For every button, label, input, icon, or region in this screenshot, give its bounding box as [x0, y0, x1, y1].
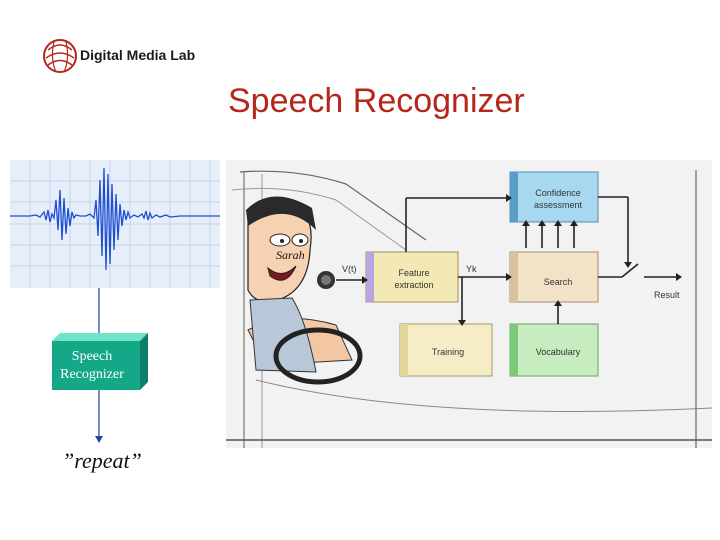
training-label: Training — [432, 347, 464, 357]
box-front-face — [52, 341, 140, 390]
recognition-system-diagram: Sarah Confidence assessment Feature extr… — [226, 160, 712, 448]
logo-emblem-icon — [43, 39, 77, 73]
speech-recognizer-box: Speech Recognizer — [52, 348, 132, 384]
signal-label: V(t) — [342, 264, 357, 274]
box-side-face — [140, 333, 148, 390]
feature-extraction-block: Feature extraction — [365, 251, 459, 303]
box-label-line1: Speech — [71, 349, 113, 364]
vocabulary-block: Vocabulary — [509, 323, 599, 377]
feature-label-line2: extraction — [394, 280, 433, 290]
page-title: Speech Recognizer — [228, 82, 525, 120]
driver-hair — [246, 196, 316, 230]
training-block: Training — [399, 323, 493, 377]
confidence-assessment-block: Confidence assessment — [509, 171, 599, 223]
box-label-line2: Recognizer — [60, 367, 124, 382]
search-block: Search — [509, 251, 599, 303]
search-label: Search — [544, 277, 573, 287]
output-text: ”repeat” — [62, 448, 142, 473]
confidence-label-line2: assessment — [534, 200, 583, 210]
confidence-label-line1: Confidence — [535, 188, 581, 198]
feature-label-line1: Feature — [398, 268, 429, 278]
speaker-name: Sarah — [276, 248, 305, 262]
feature-vector-label: Yk — [466, 264, 477, 274]
waveform-image — [10, 160, 220, 288]
logo: Digital Media Lab — [40, 34, 200, 80]
steering-wheel — [273, 327, 363, 385]
vocabulary-label: Vocabulary — [536, 347, 581, 357]
logo-text: Digital Media Lab — [80, 47, 196, 63]
box-top-face — [52, 333, 148, 341]
result-label: Result — [654, 290, 680, 300]
